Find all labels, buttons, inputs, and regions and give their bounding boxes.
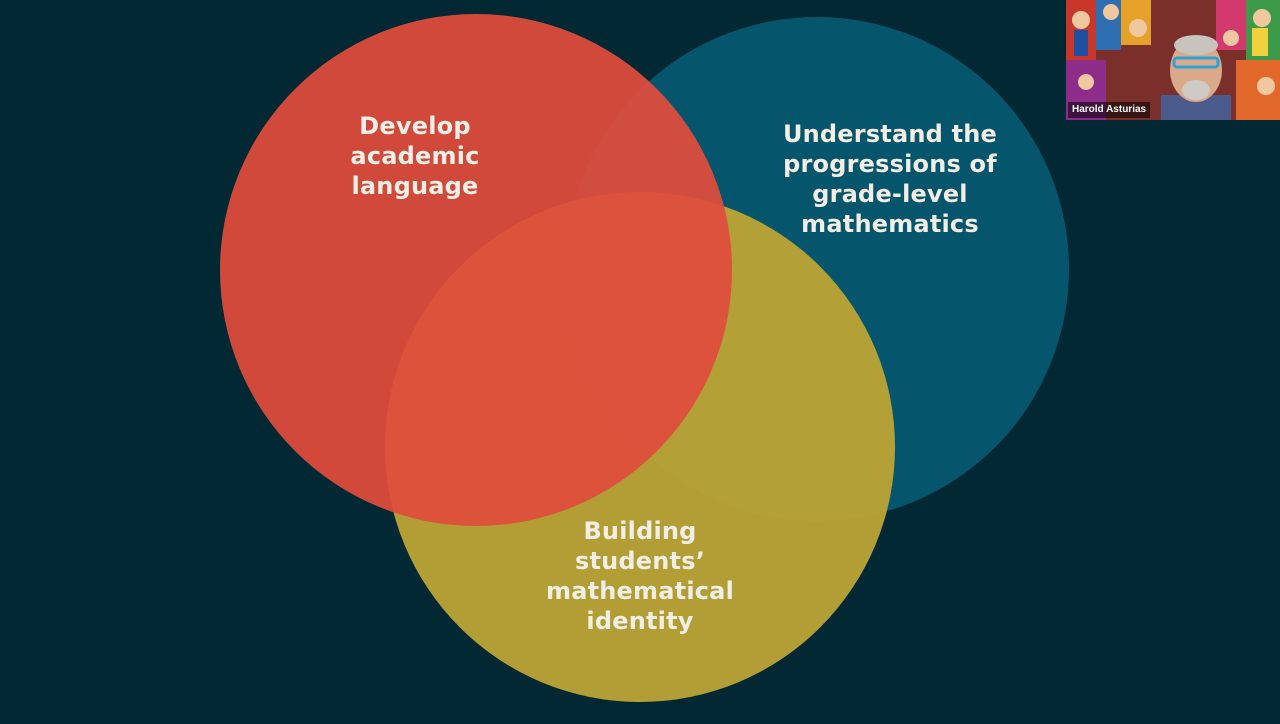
- participant-video-tile[interactable]: Harold Asturias: [1066, 0, 1280, 120]
- label-line: mathematics: [801, 210, 979, 238]
- label-line: students’: [574, 547, 706, 575]
- participant-name-label: Harold Asturias: [1068, 102, 1151, 118]
- label-line: Building: [583, 517, 697, 545]
- label-line: progressions of: [783, 150, 997, 178]
- label-line: Develop: [359, 112, 471, 140]
- venn-label-building-identity: Building students’ mathematical identity: [530, 516, 750, 636]
- label-line: Understand the: [782, 120, 998, 148]
- label-line: grade-level: [812, 180, 968, 208]
- venn-circle-red: [220, 14, 732, 526]
- label-line: language: [351, 172, 479, 200]
- participant-video-feed: [1066, 0, 1280, 120]
- label-line: identity: [586, 607, 694, 635]
- label-line: mathematical: [546, 577, 734, 605]
- label-line: academic: [350, 142, 480, 170]
- venn-label-understand-progressions: Understand the progressions of grade-lev…: [760, 119, 1020, 239]
- venn-label-develop-academic-language: Develop academic language: [320, 111, 510, 201]
